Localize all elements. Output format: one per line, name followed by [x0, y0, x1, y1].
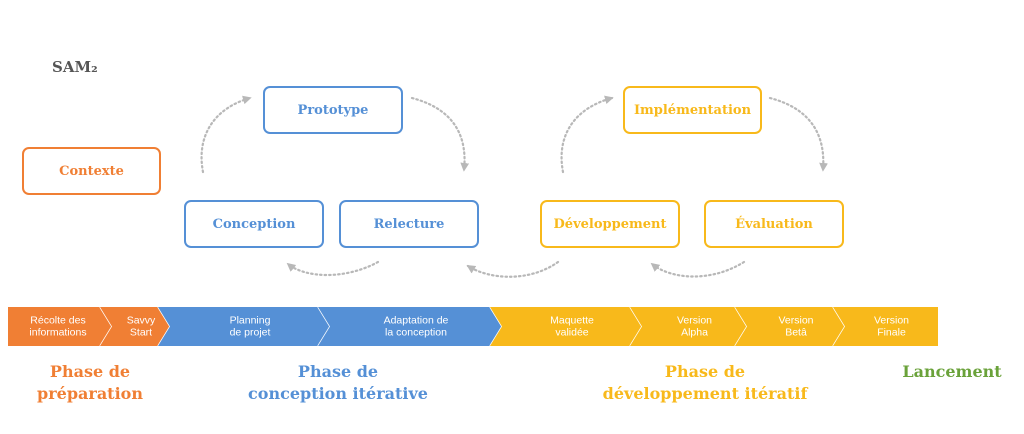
timeline-segment-alpha	[630, 307, 747, 346]
arrow-relecture-to-conception	[286, 260, 380, 277]
phase-developpement-line2: développement itératif	[602, 384, 808, 403]
timeline-segment-beta	[735, 307, 845, 346]
timeline-segment-finale	[833, 307, 938, 346]
timeline-segment-recolte	[8, 307, 112, 346]
phase-conception-line2: conception itérative	[248, 384, 428, 403]
box-relecture: Relecture	[339, 200, 479, 248]
arrow-developpement-to-implementation	[560, 95, 614, 174]
phase-lancement-label: Lancement	[902, 362, 1002, 381]
box-contexte-label: Contexte	[59, 163, 124, 179]
arrow-evaluation-to-developpement	[650, 260, 746, 278]
box-implementation-label: Implémentation	[633, 102, 752, 118]
box-evaluation: Évaluation	[704, 200, 844, 248]
box-developpement: Développement	[540, 200, 680, 248]
box-prototype: Prototype	[263, 86, 403, 134]
phase-developpement: Phase de développement itératif	[580, 361, 830, 405]
box-contexte: Contexte	[22, 147, 161, 195]
box-evaluation-label: Évaluation	[735, 216, 813, 232]
box-conception-label: Conception	[212, 216, 296, 232]
box-prototype-label: Prototype	[297, 102, 369, 118]
timeline-segment-adaptation	[318, 307, 502, 346]
box-relecture-label: Relecture	[373, 216, 445, 232]
timeline-segment-savvy-start	[100, 307, 170, 346]
timeline-segment-maquette	[490, 307, 642, 346]
phase-conception-line1: Phase de	[297, 362, 379, 381]
timeline-segment-planning	[158, 307, 330, 346]
phase-conception: Phase de conception itérative	[228, 361, 448, 405]
box-implementation: Implémentation	[623, 86, 762, 134]
phase-preparation: Phase de préparation	[10, 361, 170, 405]
phase-preparation-line1: Phase de	[49, 362, 131, 381]
box-developpement-label: Développement	[553, 216, 667, 232]
phase-preparation-line2: préparation	[37, 384, 143, 403]
arrow-implementation-to-evaluation	[768, 96, 828, 172]
diagram-title: SAM₂	[52, 58, 98, 76]
phase-developpement-line1: Phase de	[664, 362, 746, 381]
arrow-developpement-to-relecture	[466, 260, 560, 278]
arrow-conception-to-prototype	[200, 95, 252, 174]
arrow-prototype-to-relecture	[410, 96, 470, 172]
phase-lancement: Lancement	[890, 361, 1014, 383]
box-conception: Conception	[184, 200, 324, 248]
